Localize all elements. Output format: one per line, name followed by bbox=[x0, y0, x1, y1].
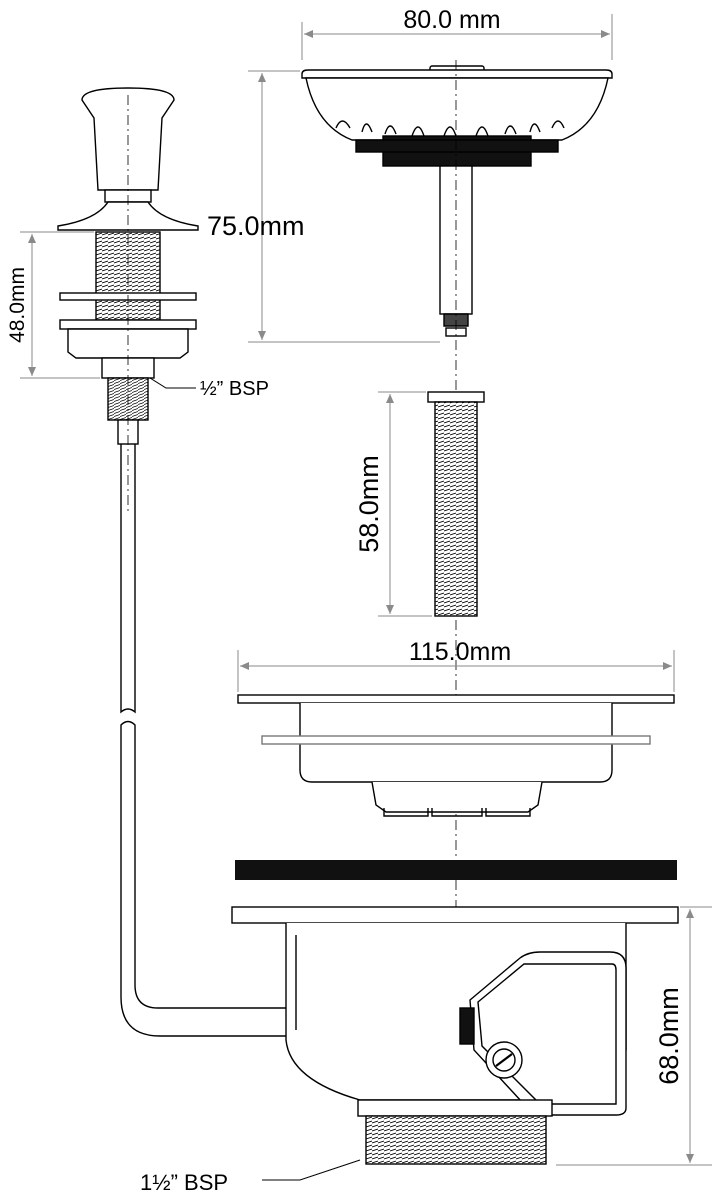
body-flange bbox=[231, 906, 679, 924]
outlet-collar bbox=[357, 1099, 553, 1117]
rubber-gasket bbox=[235, 860, 677, 880]
dim-label-68: 68.0mm bbox=[654, 987, 684, 1085]
label-outlet-thread: 1½” BSP bbox=[140, 1170, 228, 1195]
flange-feet bbox=[383, 808, 531, 817]
dim-label-58: 58.0mm bbox=[354, 455, 384, 553]
outlet-thread bbox=[365, 1115, 547, 1165]
basket-rim bbox=[301, 69, 613, 79]
cable-connector bbox=[459, 1007, 475, 1045]
cable-lower bbox=[120, 720, 461, 1037]
dim-label-75: 75.0mm bbox=[207, 211, 305, 241]
lever-housing-inner bbox=[477, 963, 617, 1105]
strainer-basket bbox=[301, 65, 613, 337]
dimension-lines bbox=[20, 14, 712, 1166]
connecting-bolt bbox=[427, 391, 485, 617]
waste-body bbox=[231, 906, 679, 1165]
flange-bottom bbox=[371, 781, 543, 813]
leader-button-thread bbox=[149, 377, 196, 389]
cable-upper bbox=[120, 444, 136, 714]
leader-outlet-thread bbox=[262, 1159, 361, 1181]
basket-bowl bbox=[305, 77, 609, 141]
bolt-thread bbox=[434, 401, 478, 617]
label-button-thread: ½” BSP bbox=[200, 378, 269, 400]
dim-label-48: 48.0mm bbox=[6, 267, 29, 343]
basket-seal-lip bbox=[355, 139, 559, 153]
flange-plate bbox=[237, 694, 675, 704]
bolt-head bbox=[427, 391, 485, 403]
sink-flange bbox=[237, 694, 675, 817]
basket-slots bbox=[335, 120, 565, 137]
adjust-screw-slot bbox=[495, 1053, 513, 1067]
leader-lines bbox=[149, 377, 361, 1181]
dim-label-115: 115.0mm bbox=[409, 638, 511, 666]
flange-inner-plate bbox=[261, 735, 651, 745]
dim-label-80: 80.0 mm bbox=[403, 6, 500, 34]
